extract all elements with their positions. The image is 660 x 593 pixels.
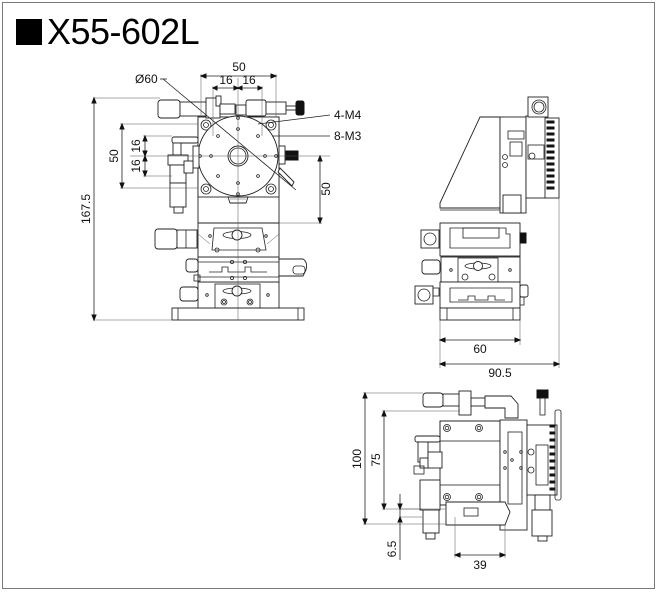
title-bullet-square: [16, 19, 42, 45]
front-view-dimensions: 50 16 16 Ø60 4-M4 8-M3 50 16 16 50 167.5: [79, 60, 362, 322]
dim-hole-spacing-right: 16: [242, 73, 256, 87]
dim-overall-height: 167.5: [79, 194, 93, 224]
dim-thread-8-m3: 8-M3: [334, 129, 362, 143]
side-view: [414, 96, 560, 321]
dim-base-width: 60: [473, 342, 487, 356]
dim-offset: 6.5: [385, 540, 399, 557]
dim-overall-depth: 100: [350, 449, 364, 469]
side-view-dimensions: 60 90.5: [438, 198, 561, 380]
dim-top-width: 50: [232, 60, 246, 74]
dim-table-diameter: Ø60: [135, 72, 158, 86]
dim-overall-width: 90.5: [488, 366, 512, 380]
drawing-frame: [2, 2, 655, 589]
plan-view-dimensions: 100 75 6.5 39: [350, 391, 507, 572]
dim-hole-spacing-left: 16: [219, 73, 233, 87]
drawing-title: X55-602L: [16, 11, 200, 52]
dim-thread-4-m4: 4-M4: [334, 108, 362, 122]
plan-view: [413, 389, 562, 542]
dim-right-height: 50: [319, 182, 333, 196]
front-view: [130, 78, 330, 321]
dim-left-16-upper: 16: [129, 139, 143, 153]
dim-left-16-lower: 16: [129, 159, 143, 173]
dim-inner-depth: 75: [369, 453, 383, 467]
dim-left-height: 50: [107, 149, 121, 163]
dim-plan-width: 39: [473, 558, 487, 572]
model-name: X55-602L: [47, 11, 200, 52]
